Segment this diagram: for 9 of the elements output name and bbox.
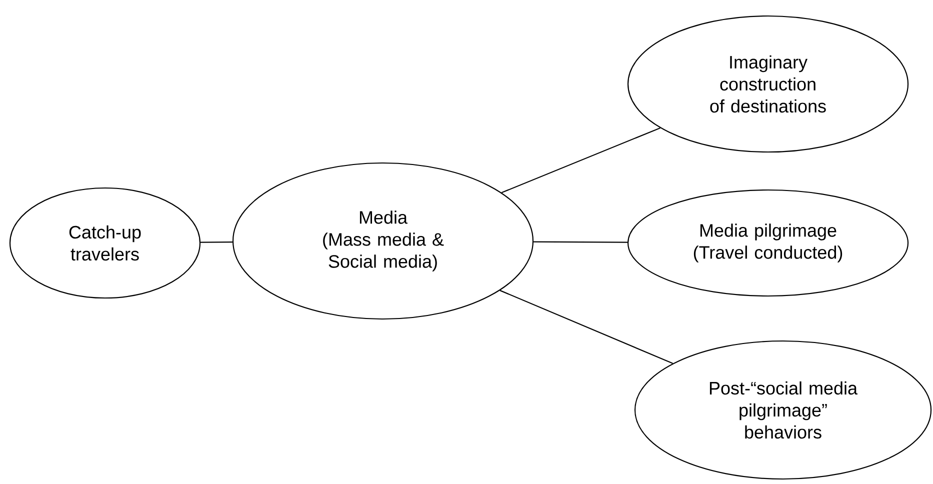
ellipse-node: Media pilgrimage (Travel conducted) xyxy=(627,189,909,297)
ellipse-node: Media (Mass media & Social media) xyxy=(232,162,534,320)
ellipse-node: Post-“social media pilgrimage” behaviors xyxy=(634,340,932,480)
ellipse-node: Catch-up travelers xyxy=(9,187,201,299)
connector-line xyxy=(200,242,232,243)
connector-line xyxy=(500,290,673,364)
connector-line xyxy=(534,241,628,243)
connector-line xyxy=(501,127,660,194)
ellipse-node: Imaginary construction of destinations xyxy=(627,15,909,153)
